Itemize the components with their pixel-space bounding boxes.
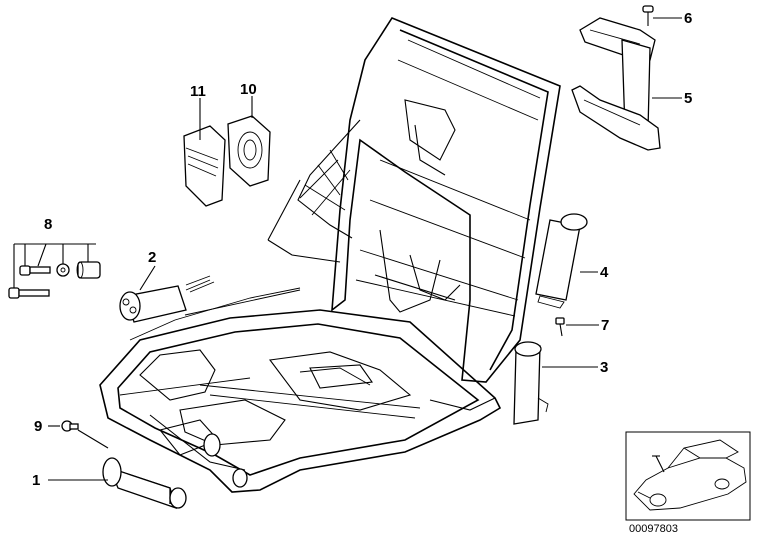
part-2-motor-icon <box>119 279 211 323</box>
callout-6: 6 <box>684 10 692 27</box>
car-location-inset: 00097803 <box>625 431 751 535</box>
callout-8: 8 <box>44 216 52 233</box>
callout-2: 2 <box>148 249 156 266</box>
car-icon <box>633 439 747 511</box>
part-8-fastener-set-icon <box>8 261 101 299</box>
callout-11: 11 <box>190 83 206 100</box>
callout-4: 4 <box>600 264 609 281</box>
part-6-screw-icon <box>642 5 654 26</box>
part-3-motor-icon <box>513 341 549 425</box>
part-10-bracket-icon <box>227 115 271 187</box>
callout-10: 10 <box>240 81 257 98</box>
callout-labels: 1 2 3 4 5 6 7 8 9 10 11 <box>32 10 692 489</box>
part-11-cover-icon <box>183 125 226 207</box>
reference-number: 00097803 <box>629 523 678 535</box>
seat-frame-assembly-icon <box>99 17 561 493</box>
part-1-motor-icon <box>102 457 187 510</box>
callout-1: 1 <box>32 472 40 489</box>
leader-lines <box>13 17 682 481</box>
callout-7: 7 <box>601 317 609 334</box>
part-5-headrest-guide-icon <box>571 17 661 151</box>
callout-3: 3 <box>600 359 608 376</box>
callout-9: 9 <box>34 418 42 435</box>
callout-5: 5 <box>684 90 692 107</box>
part-9-screw-icon <box>61 420 79 432</box>
part-7-screw-icon <box>555 317 565 337</box>
part-4-motor-icon <box>535 213 588 309</box>
